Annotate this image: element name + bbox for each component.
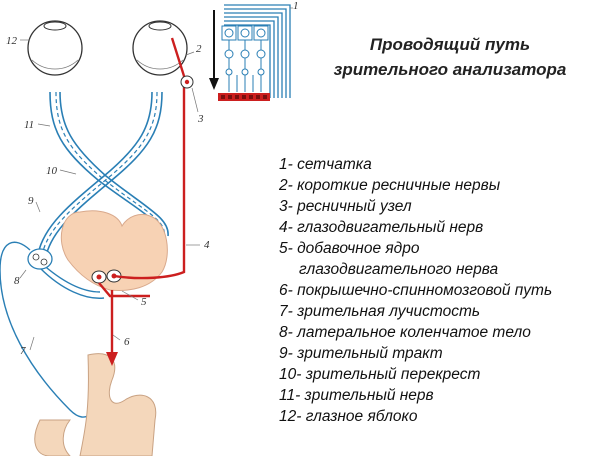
- lateral-geniculate-body: [27, 248, 53, 270]
- legend-list: 1- сетчатка 2- короткие ресничные нервы 3-…: [279, 154, 552, 427]
- oculomotor-pathway: [98, 37, 186, 355]
- label-10: 10: [46, 165, 58, 177]
- legend-item: 6- покрышечно-спинномозговой путь: [279, 282, 553, 299]
- legend-item: 7- зрительная лучистость: [279, 303, 481, 320]
- tract-arrowhead: [106, 352, 118, 366]
- retina-inset: [209, 4, 291, 101]
- legend-item: 8- латеральное коленчатое тело: [279, 324, 531, 341]
- label-3: 3: [197, 113, 204, 125]
- legend-item: 4- глазодвигательный нерв: [279, 219, 484, 236]
- occipital-cortex: [79, 353, 157, 456]
- legend-item: 12- глазное яблоко: [279, 408, 418, 425]
- label-7: 7: [20, 345, 26, 357]
- diagram-title: Проводящий путь зрительного анализатора: [300, 32, 600, 82]
- leader-lines: [19, 7, 293, 351]
- legend-item: глазодвигательного нерва: [299, 261, 499, 278]
- legend-item: 11- зрительный нерв: [279, 387, 434, 404]
- label-6: 6: [124, 336, 130, 348]
- label-5: 5: [141, 296, 147, 308]
- label-1: 1: [293, 0, 299, 12]
- label-4: 4: [204, 239, 210, 251]
- label-11: 11: [24, 119, 34, 131]
- legend-item: 5- добавочное ядро: [279, 240, 420, 257]
- legend-item: 9- зрительный тракт: [279, 345, 443, 362]
- light-direction-arrow: [209, 78, 219, 90]
- title-line-2: зрительного анализатора: [333, 60, 567, 79]
- legend-item: 2- короткие ресничные нервы: [279, 177, 501, 194]
- eyeball-right: [132, 20, 188, 76]
- midbrain: [60, 210, 168, 291]
- occipital-cortex-fold: [34, 419, 72, 456]
- label-2: 2: [196, 43, 202, 55]
- legend-item: 3- ресничный узел: [279, 198, 412, 215]
- label-9: 9: [28, 195, 34, 207]
- eyeball-left: [27, 20, 83, 76]
- diagram-number-labels: 1 2 3 4 5 6 7 8 9 10 11 12: [6, 0, 299, 357]
- ciliary-ganglion: [180, 75, 194, 89]
- label-8: 8: [14, 275, 20, 287]
- title-line-1: Проводящий путь: [369, 35, 531, 54]
- label-12: 12: [6, 35, 18, 47]
- legend-item: 1- сетчатка: [279, 156, 372, 173]
- legend-item: 10- зрительный перекрест: [279, 366, 481, 383]
